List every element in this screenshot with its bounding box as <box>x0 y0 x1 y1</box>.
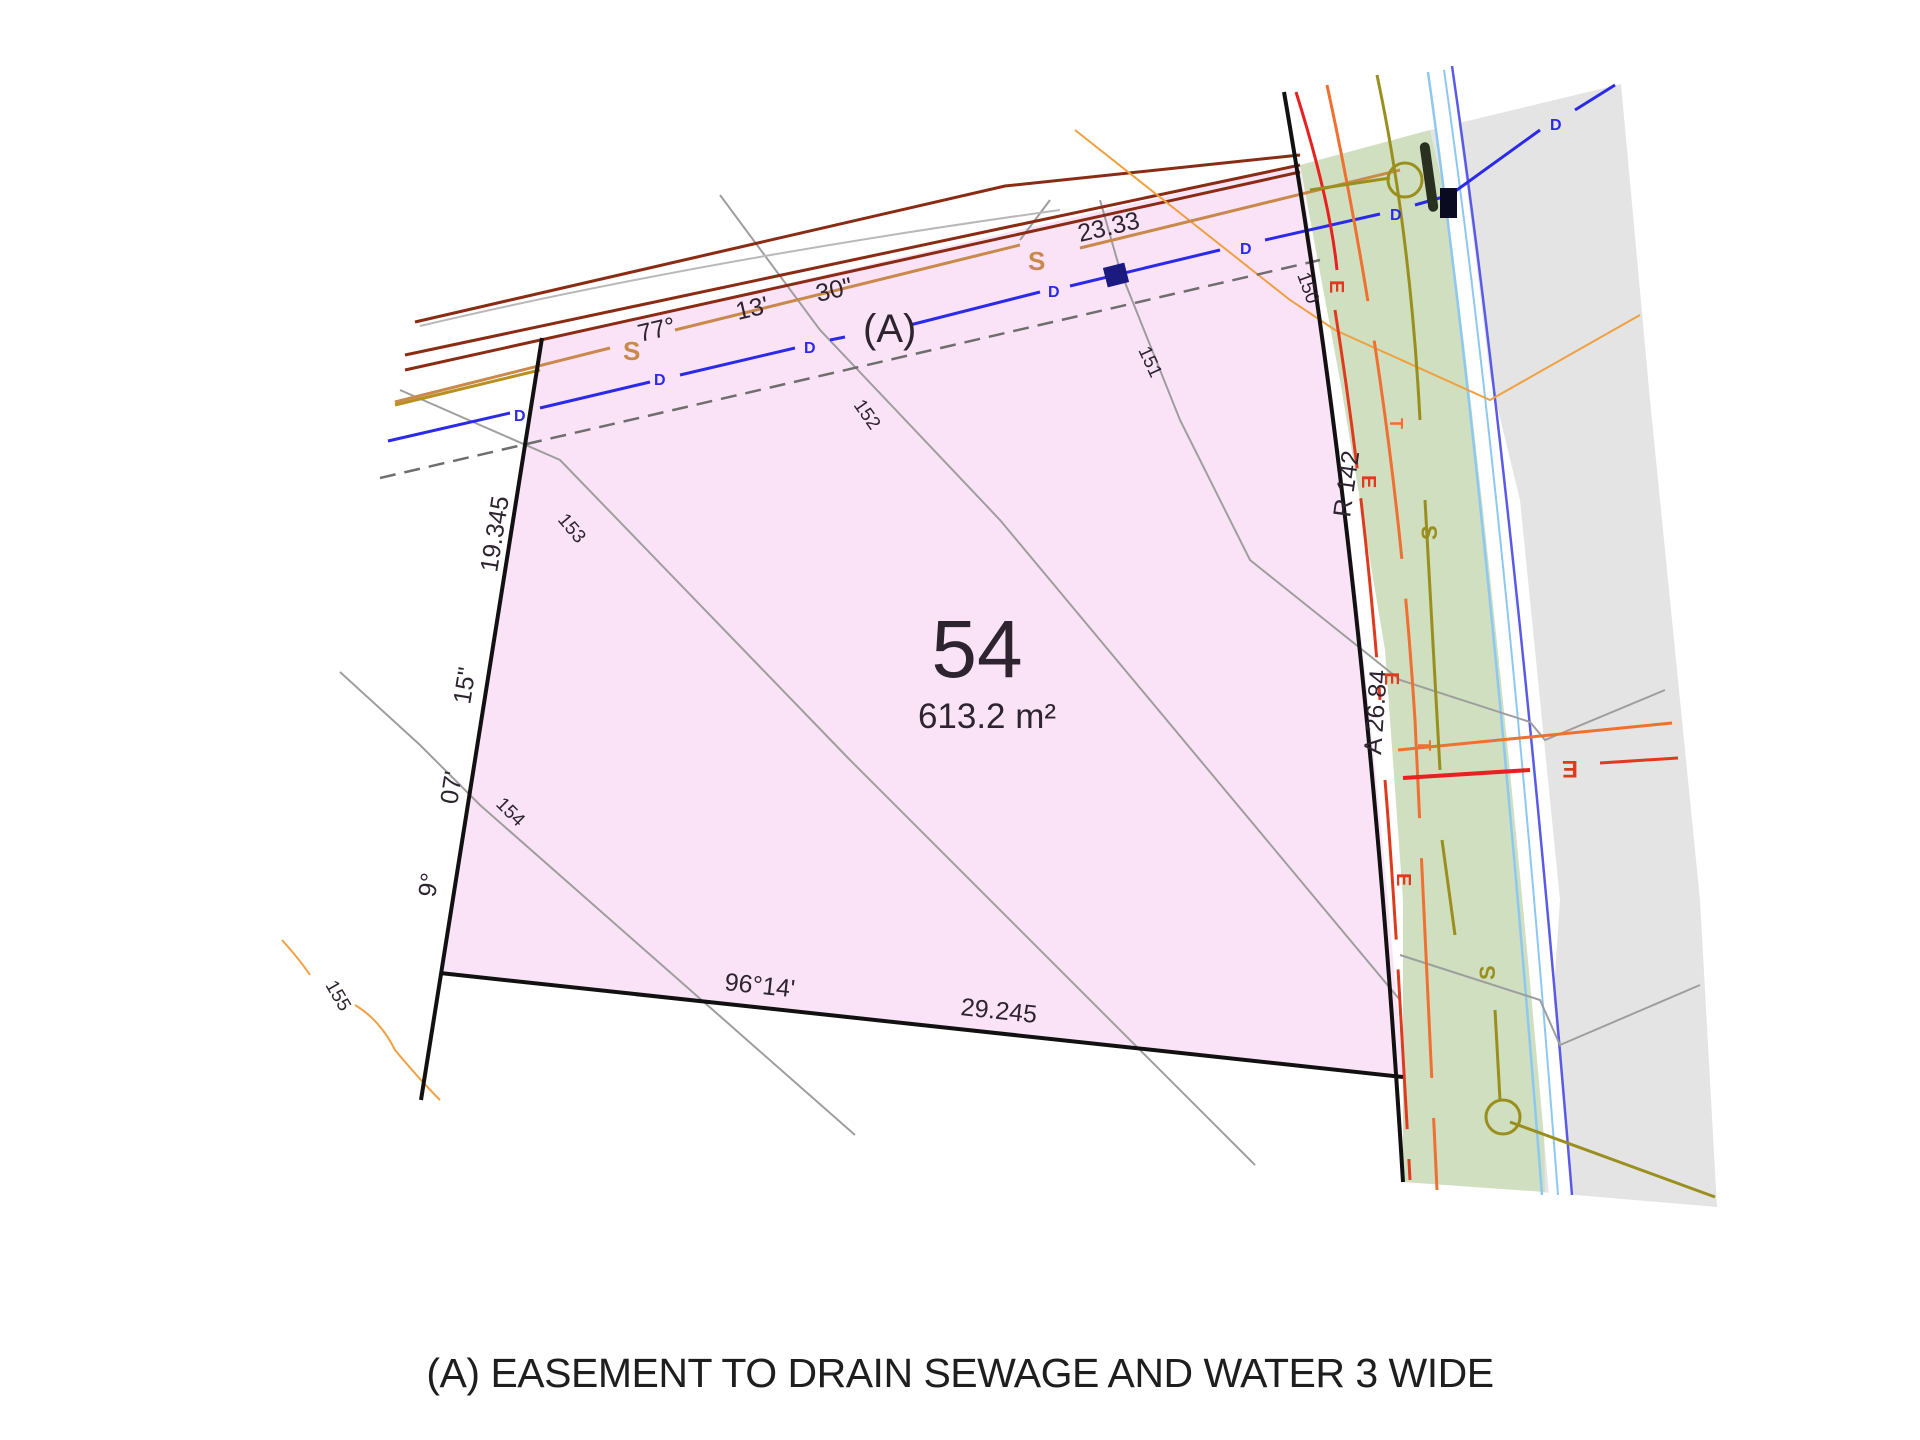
electric-label: E <box>1562 755 1578 782</box>
lot-54-parcel[interactable] <box>440 165 1403 1077</box>
drain-label: D <box>1240 241 1252 258</box>
electric-label: E <box>1357 475 1379 488</box>
lot-number: 54 <box>931 604 1022 695</box>
left-bearing-min: 07' <box>435 769 468 806</box>
road-area <box>1430 84 1717 1207</box>
sewer-main <box>1375 74 1502 1101</box>
left-bearing-deg: 9° <box>413 871 444 899</box>
right-boundary <box>1282 91 1405 1183</box>
electric-label: E <box>1325 280 1347 293</box>
drain-label: D <box>514 408 526 425</box>
arc-length-label: A 26.84 <box>1359 669 1393 756</box>
electric-line <box>1333 309 1412 1181</box>
easement-caption: (A) EASEMENT TO DRAIN SEWAGE AND WATER 3… <box>426 1350 1494 1396</box>
electric-label: E <box>1392 873 1414 886</box>
drain-label: D <box>804 340 816 357</box>
sewer-label: S <box>1028 246 1045 276</box>
left-bearing-sec: 15" <box>448 665 481 706</box>
telecom-line <box>1325 84 1439 1191</box>
contour-lines <box>339 194 1701 1166</box>
drain-label: D <box>1550 117 1562 134</box>
contour-label-155: 155 <box>321 977 355 1015</box>
kerb-inlet <box>1419 142 1439 212</box>
lot-area: 613.2 m² <box>918 697 1056 736</box>
drain-label: D <box>654 372 666 389</box>
adjacent-boundaries <box>404 153 1301 372</box>
sewer-manhole-bottom <box>1484 1098 1522 1136</box>
drain-label: D <box>1048 284 1060 301</box>
sewer-label: S <box>1417 525 1442 540</box>
drain-pit <box>1102 262 1130 288</box>
sewer-label: S <box>1475 965 1500 980</box>
contour-155 <box>281 939 441 1101</box>
easement-marker: (A) <box>863 307 916 351</box>
lot-boundaries <box>419 337 1404 1101</box>
telecom-label: T <box>1414 740 1434 751</box>
telecom-label: T <box>1386 418 1406 429</box>
easement-line <box>379 258 1321 480</box>
drain-label: D <box>1390 207 1402 224</box>
electric-label: E <box>1380 672 1402 685</box>
drain-line <box>387 83 1616 443</box>
sewer-manhole-top <box>1386 161 1424 199</box>
sewer-label: S <box>623 336 640 366</box>
